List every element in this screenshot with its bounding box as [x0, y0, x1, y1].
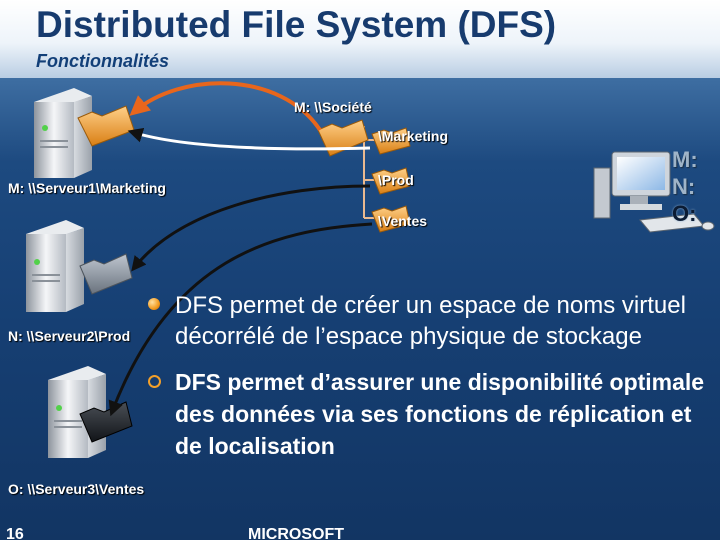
server3-target-label: O: \\Serveur3\Ventes: [8, 481, 145, 497]
server-1-folder-icon: [77, 105, 135, 147]
title-band: [0, 0, 720, 78]
slide-number: 16: [6, 526, 24, 540]
client-computer-icon: [593, 151, 715, 233]
drive-letter-m: M:: [672, 147, 698, 172]
bullet-dot-icon: [148, 298, 160, 310]
server-2-icon: [26, 220, 84, 312]
root-folder-icon: [317, 119, 369, 157]
server2-target-label: N: \\Serveur2\Prod: [8, 328, 131, 344]
bullet-ring-icon: [148, 375, 161, 388]
bullet-text: DFS permet d’assurer une disponibilité o…: [175, 369, 705, 459]
arrow-prod-to-server2: [131, 184, 371, 272]
bullet-list: DFS permet de créer un espace de noms vi…: [148, 290, 714, 462]
page-title: Distributed File System (DFS): [36, 4, 557, 45]
folder-ventes-icon: [371, 205, 411, 233]
arrow-ventes-to-server3: [108, 222, 373, 417]
drive-letter-n: N:: [672, 174, 696, 199]
arrow-marketing-to-server1: [127, 127, 371, 151]
server1-target-label: M: \\Serveur1\Marketing: [8, 180, 166, 196]
page-subtitle: Fonctionnalités: [36, 51, 170, 71]
root-namespace-label: M: \\Société: [294, 99, 372, 115]
footer-brand: MICROSOFT: [248, 526, 344, 540]
folder-prod-icon: [371, 167, 411, 195]
bullet-item: DFS permet d’assurer une disponibilité o…: [148, 366, 714, 462]
client-drive-letters: M: N: O:: [672, 146, 698, 227]
server-2-folder-icon: [79, 253, 133, 295]
folder-marketing-icon: [371, 127, 411, 155]
namespace-folder-ventes-label: \Ventes: [378, 213, 428, 229]
server-1-icon: [34, 88, 92, 178]
drive-letter-o: O:: [672, 201, 697, 226]
namespace-folder-prod-label: \Prod: [378, 172, 414, 188]
bullet-item: DFS permet de créer un espace de noms vi…: [148, 290, 714, 352]
namespace-folder-marketing-label: \Marketing: [378, 128, 449, 144]
arrow-societe-to-server1: [129, 81, 322, 132]
bullet-text: DFS permet de créer un espace de noms vi…: [175, 292, 686, 350]
